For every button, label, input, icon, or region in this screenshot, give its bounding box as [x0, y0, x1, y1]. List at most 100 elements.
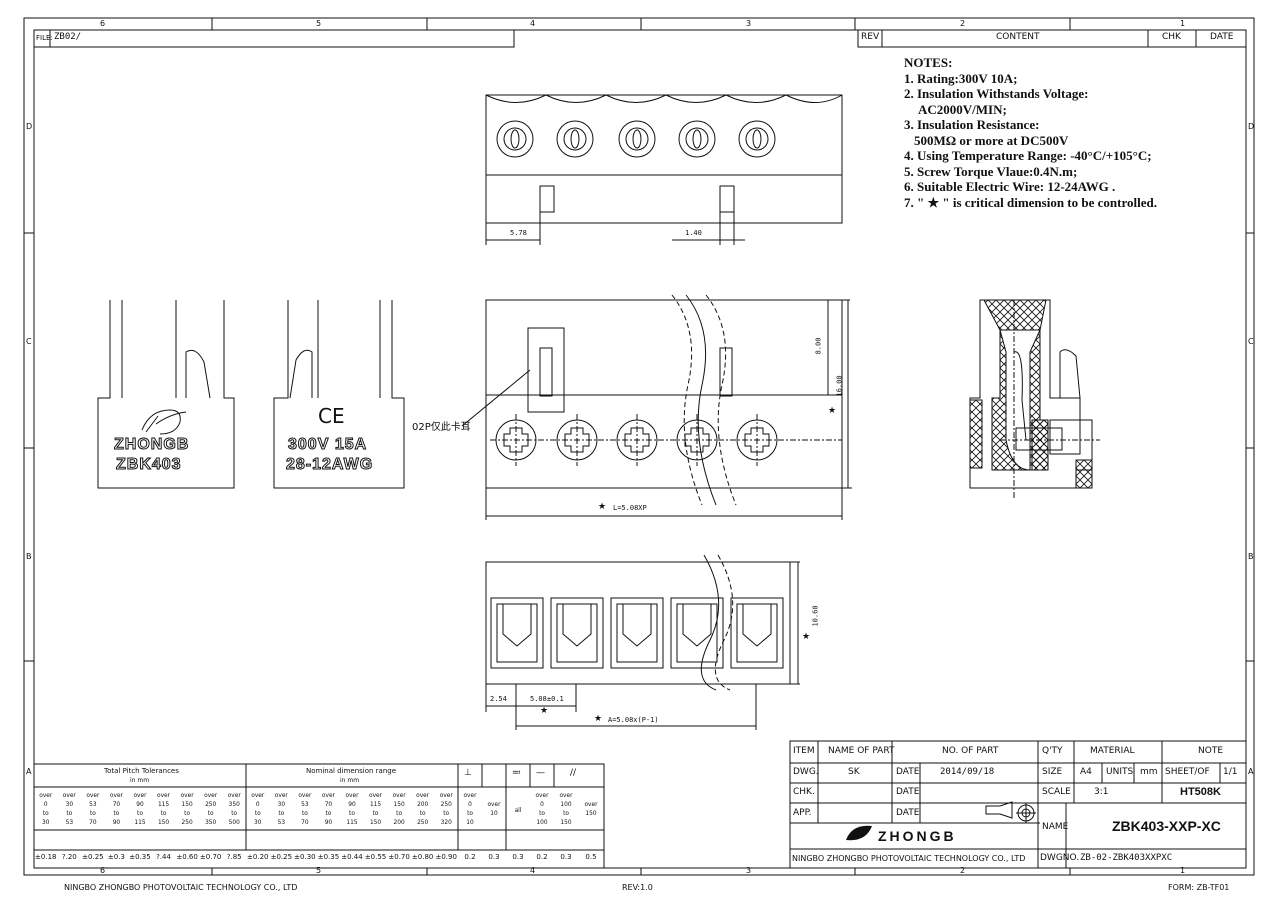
date-header: DATE — [1210, 32, 1234, 42]
geo-value-cell: 0.2 — [536, 853, 548, 861]
pitch-tol-unit: in mm — [130, 777, 150, 784]
tb-dwg-date-label: DATE — [896, 767, 920, 777]
nominal-value-cell: ±0.55 — [364, 853, 387, 861]
zone-bottom-4: 4 — [530, 866, 536, 875]
tb-dwg-by: SK — [848, 767, 860, 777]
star-10-60: ★ — [802, 632, 811, 642]
brand-label: ZHONGB — [113, 436, 190, 454]
tb-dwg: DWG. — [793, 767, 819, 777]
dim-1-40: 1.40 — [685, 229, 702, 237]
tb-scale-val: 3:1 — [1094, 787, 1109, 797]
perpendicular-symbol: ⊥ — [464, 768, 472, 778]
star-span: ★ — [594, 714, 603, 724]
nominal-range-cell-line: over — [369, 791, 383, 799]
pitch-range-cell-line: 53 — [65, 818, 74, 826]
zone-left-c: C — [26, 337, 32, 346]
geo-range-cell-line: 0 — [540, 800, 544, 808]
note-1: 1. Rating:300V 10A; — [904, 70, 1018, 86]
pitch-range-cell-line: 115 — [157, 800, 170, 808]
pitch-range-cell-line: 115 — [134, 818, 146, 826]
tb-material-val: HT508K — [1180, 786, 1221, 798]
nominal-range-cell-line: 150 — [369, 818, 382, 826]
nominal-value-cell: ±0.70 — [388, 853, 410, 861]
star-pitch: ★ — [540, 706, 549, 716]
pitch-range-cell-line: over — [109, 791, 123, 799]
pitch-range-cell-line: 150 — [157, 818, 170, 826]
content-header: CONTENT — [996, 32, 1040, 42]
pitch-value-cell: ±0.70 — [199, 853, 222, 861]
geo-range-cell-line: over — [463, 791, 477, 799]
zone-bottom-5: 5 — [316, 866, 322, 875]
geo-range-cell-line: to — [563, 809, 569, 817]
nominal-range-cell-line: 30 — [254, 818, 262, 826]
nominal-range-cell-line: 200 — [393, 818, 405, 826]
pitch-range-cell-line: 70 — [89, 818, 97, 826]
tb-dwgno: DWGNO. — [1040, 853, 1080, 863]
geo-range-cell-line: 100 — [560, 800, 572, 808]
pitch-range-cell-line: 150 — [181, 800, 193, 808]
pitch-range-cell-line: to — [89, 809, 96, 817]
geo-range-cell: all — [506, 806, 530, 815]
footer-rev: REV:1.0 — [622, 883, 653, 892]
straightness-symbol: — — [536, 768, 545, 778]
nominal-range-cell-line: 53 — [301, 800, 309, 808]
star-16: ★ — [828, 406, 837, 416]
geo-range-cell-line: 0 — [468, 800, 472, 808]
pitch-value-cell: ±0.35 — [129, 853, 151, 861]
pitch-range-cell-line: to — [42, 809, 49, 817]
zone-top-2: 2 — [960, 19, 966, 28]
nominal-range-cell-line: to — [443, 809, 450, 817]
tb-units-val: mm — [1140, 767, 1158, 777]
geo-range-cell-line: over — [559, 791, 573, 799]
pitch-value-cell: ±0.3 — [107, 853, 125, 861]
tb-name-of-part: NAME OF PART — [828, 746, 895, 756]
nominal-range-cell-line: 200 — [417, 800, 429, 808]
note-3: 3. Insulation Resistance: — [904, 117, 1040, 132]
pitch-range-cell-line: 70 — [112, 800, 121, 808]
note-7: 7. " ★ " is critical dimension to be con… — [904, 194, 1157, 210]
footer-company: NINGBO ZHONGBO PHOTOVOLTAIC TECHNOLOGY C… — [64, 883, 298, 892]
geo-range-cell-line: 10 — [466, 818, 474, 826]
pitch-range-cell-line: 90 — [112, 818, 121, 826]
pitch-range-cell-line: over — [204, 791, 218, 799]
pitch-range-cell-line: over — [133, 791, 147, 799]
nominal-range-cell-line: 90 — [348, 800, 356, 808]
model-label: ZBK403 — [116, 456, 182, 474]
tb-chk-date-label: DATE — [896, 787, 920, 797]
tb-name-label: NAME — [1042, 822, 1069, 832]
pitch-value-cell: ±0.25 — [82, 853, 104, 861]
pitch-range-cell-line: 250 — [205, 800, 217, 808]
pitch-tol-title: Total Pitch Tolerances — [104, 767, 179, 775]
nominal-range-cell-line: over — [251, 791, 265, 799]
tb-dwgno-val: ZB-02-ZBK403XXPXC — [1080, 853, 1173, 863]
geo-range-cell-line: all — [514, 806, 522, 814]
pitch-range-cell-line: over — [180, 791, 194, 799]
nominal-range-cell-line: 53 — [277, 818, 286, 826]
geo-range-cell-line: 150 — [560, 818, 572, 826]
nominal-range-cell-line: 0 — [255, 800, 260, 808]
nominal-range-cell-line: to — [349, 809, 355, 817]
pitch-range-cell-line: to — [137, 809, 143, 817]
zone-right-b: B — [1248, 552, 1254, 561]
pitch-range-cell-line: over — [86, 791, 100, 799]
nominal-range-cell-line: to — [419, 809, 426, 817]
tb-sheet: SHEET/OF — [1165, 767, 1210, 777]
geo-range-cell-line: over — [535, 791, 549, 799]
zone-top-3: 3 — [746, 19, 752, 28]
zone-bottom-1: 1 — [1180, 866, 1186, 875]
nominal-range-cell-line: 250 — [417, 818, 429, 826]
parallel-symbol: // — [570, 768, 577, 778]
note-4: 4. Using Temperature Range: -40°C/+105°C… — [904, 148, 1152, 163]
pitch-range-cell-line: to — [113, 809, 120, 817]
tb-item: ITEM — [793, 746, 815, 756]
nominal-range-cell-line: 150 — [393, 800, 405, 808]
